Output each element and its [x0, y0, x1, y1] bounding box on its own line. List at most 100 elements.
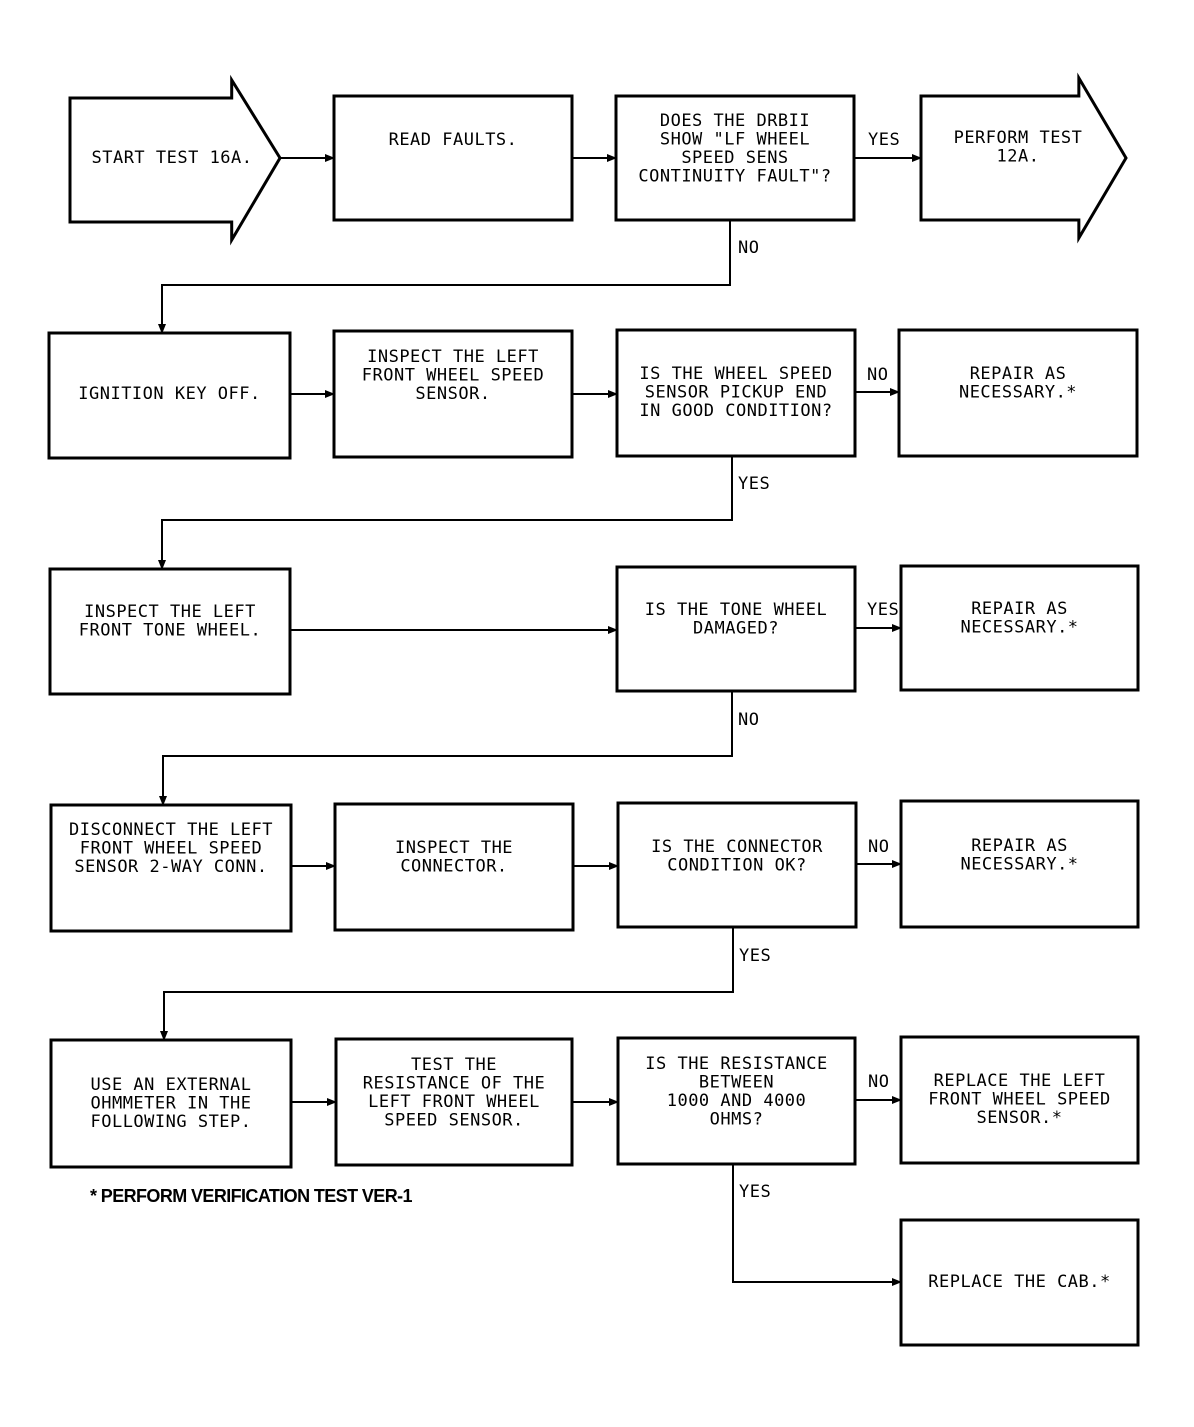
- edge-label: YES: [739, 946, 771, 966]
- node-label: 1000 AND 4000: [667, 1091, 807, 1111]
- node-label: CONNECTOR.: [400, 857, 507, 877]
- node-box-shape: [616, 1036, 857, 1166]
- connector-q-tone-to-disconnect: [159, 691, 733, 806]
- node-replace-cab: REPLACE THE CAB.*: [899, 1218, 1140, 1347]
- node-label: INSPECT THE LEFT: [84, 602, 256, 622]
- node-label: IGNITION KEY OFF.: [78, 384, 261, 404]
- node-label: SPEED SENSOR.: [384, 1111, 524, 1131]
- node-label: OHMMETER IN THE: [90, 1094, 251, 1114]
- edge-label: YES: [867, 600, 899, 620]
- edge-label: YES: [738, 474, 770, 494]
- node-label: REPAIR AS: [970, 364, 1067, 384]
- node-box-shape: [47, 331, 292, 460]
- node-box-shape: [49, 803, 293, 933]
- node-label: NECESSARY.*: [960, 618, 1078, 638]
- node-label: REPLACE THE CAB.*: [928, 1272, 1111, 1292]
- node-arrow-shape: [919, 72, 1128, 244]
- node-box-shape: [615, 565, 857, 693]
- node-box-shape: [332, 94, 574, 222]
- edge-label: YES: [868, 130, 900, 150]
- node-label: 12A.: [997, 147, 1040, 167]
- node-label: SENSOR 2-WAY CONN.: [74, 857, 267, 877]
- node-label: START TEST 16A.: [91, 148, 252, 168]
- node-label: IS THE RESISTANCE: [645, 1054, 828, 1074]
- node-label: LEFT FRONT WHEEL: [368, 1092, 540, 1112]
- edge-label: NO: [738, 710, 759, 730]
- edge-label: NO: [738, 238, 759, 258]
- node-box-shape: [897, 328, 1139, 458]
- node-label: SENSOR PICKUP END: [645, 383, 828, 403]
- node-box-shape: [614, 94, 856, 222]
- edge-label: NO: [868, 1072, 889, 1092]
- node-label: FRONT TONE WHEEL.: [79, 621, 262, 641]
- node-label: INSPECT THE LEFT: [367, 347, 539, 367]
- node-label: CONDITION OK?: [667, 856, 807, 876]
- node-label: REPAIR AS: [971, 836, 1068, 856]
- node-ignition-off: IGNITION KEY OFF.: [47, 331, 292, 460]
- node-label: IS THE CONNECTOR: [651, 837, 823, 857]
- node-label: IS THE TONE WHEEL: [645, 600, 828, 620]
- node-label: DAMAGED?: [693, 619, 779, 639]
- node-label: SENSOR.*: [977, 1108, 1063, 1128]
- node-box-shape: [899, 799, 1140, 929]
- node-box-shape: [49, 1038, 293, 1169]
- node-box-shape: [48, 567, 292, 696]
- connector-q-resistance-to-replace-cab: [732, 1164, 902, 1286]
- footnote: * PERFORM VERIFICATION TEST VER-1: [90, 1186, 413, 1206]
- node-label: RESISTANCE OF THE: [363, 1074, 546, 1094]
- node-label: USE AN EXTERNAL: [90, 1075, 251, 1095]
- node-label: FRONT WHEEL SPEED: [362, 366, 545, 386]
- node-start: START TEST 16A.: [68, 74, 282, 246]
- node-label: DOES THE DRBII: [660, 111, 810, 131]
- node-box-shape: [616, 801, 858, 929]
- node-label: READ FAULTS.: [389, 130, 518, 150]
- node-box-shape: [899, 1035, 1140, 1165]
- node-label: INSPECT THE: [395, 838, 513, 858]
- node-box-shape: [899, 564, 1140, 692]
- node-read-faults: READ FAULTS.: [332, 94, 574, 222]
- node-label: CONTINUITY FAULT"?: [638, 167, 831, 187]
- node-label: DISCONNECT THE LEFT: [69, 820, 273, 840]
- node-label: FOLLOWING STEP.: [90, 1112, 251, 1132]
- node-arrow-shape: [68, 74, 282, 246]
- node-label: SHOW "LF WHEEL: [660, 130, 810, 150]
- connector-q-pickup-to-inspect-tone: [158, 456, 733, 570]
- edge-label: NO: [867, 365, 888, 385]
- edge-label: YES: [739, 1182, 771, 1202]
- node-box-shape: [333, 802, 575, 932]
- node-label: IN GOOD CONDITION?: [639, 401, 832, 421]
- node-label: OHMS?: [710, 1110, 764, 1130]
- node-box-shape: [334, 1037, 574, 1167]
- node-label: FRONT WHEEL SPEED: [80, 839, 263, 859]
- node-label: PERFORM TEST: [954, 128, 1083, 148]
- connector-q-continuity-to-ignition-off: [158, 220, 731, 334]
- node-label: NECESSARY.*: [960, 855, 1078, 875]
- node-label: IS THE WHEEL SPEED: [639, 364, 832, 384]
- connector-q-connector-to-use-ohmmeter: [160, 927, 734, 1041]
- node-label: SPEED SENS: [681, 148, 788, 168]
- node-box-shape: [332, 329, 574, 459]
- node-label: REPAIR AS: [971, 599, 1068, 619]
- edge-label: NO: [868, 837, 889, 857]
- node-label: REPLACE THE LEFT: [934, 1071, 1106, 1091]
- node-box-shape: [899, 1218, 1140, 1347]
- node-label: TEST THE: [411, 1055, 497, 1075]
- node-label: SENSOR.: [415, 384, 490, 404]
- node-label: NECESSARY.*: [959, 383, 1077, 403]
- node-label: BETWEEN: [699, 1073, 774, 1093]
